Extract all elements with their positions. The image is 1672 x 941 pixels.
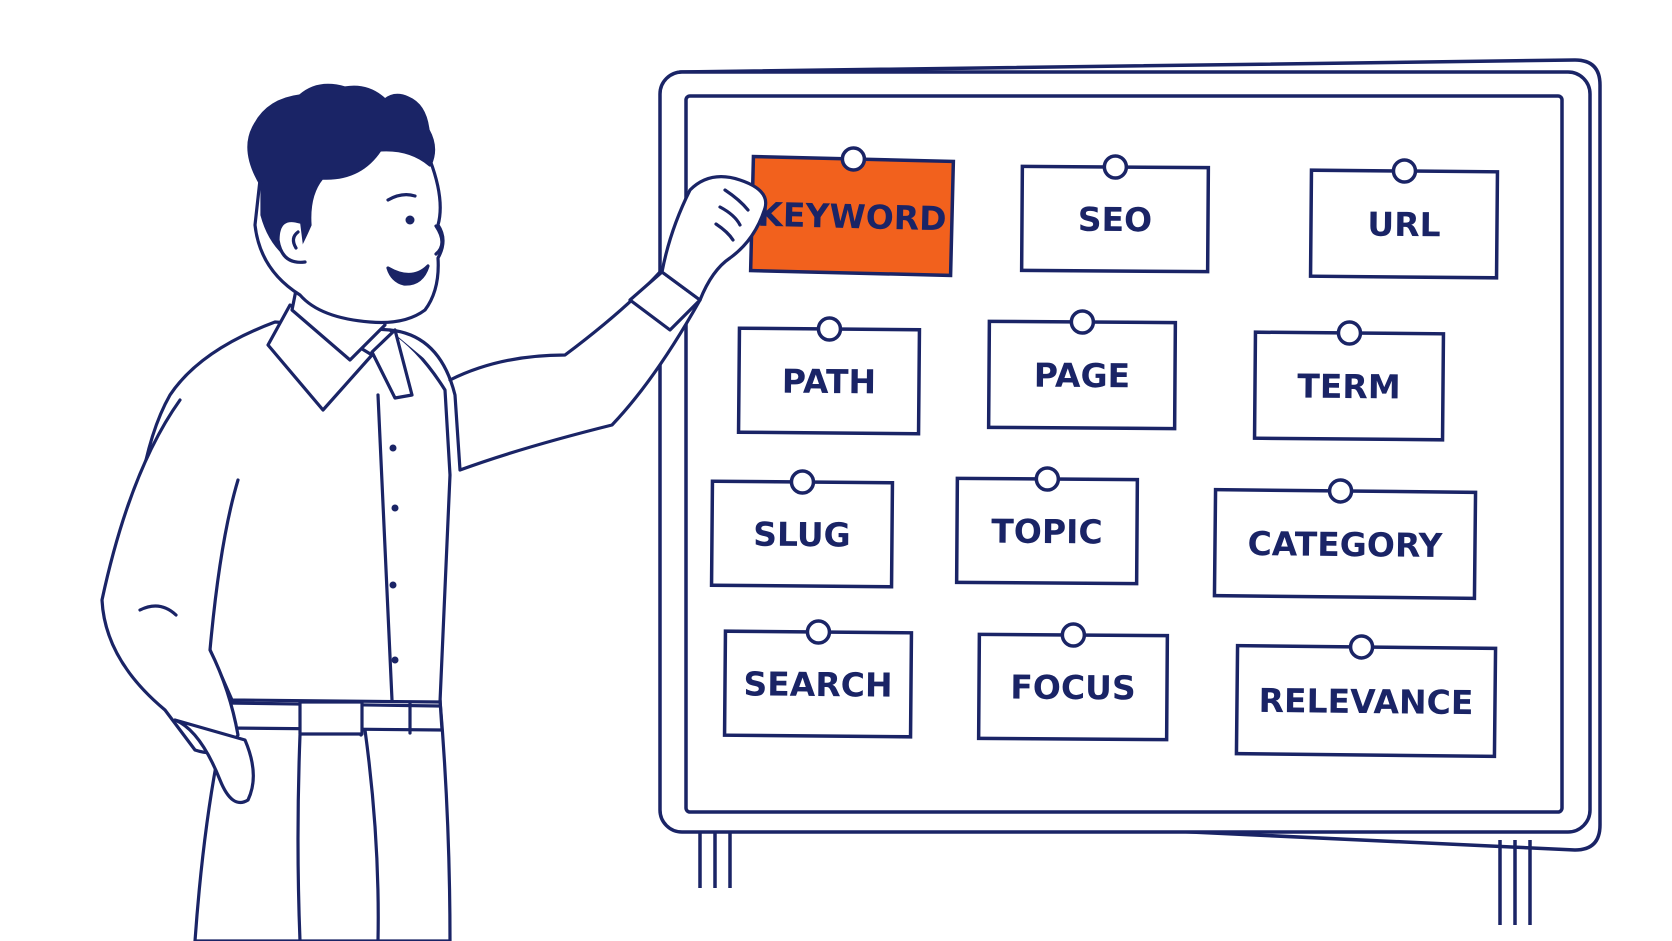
pin-icon bbox=[1348, 634, 1375, 660]
left-arm bbox=[100, 398, 240, 755]
pin-icon bbox=[1336, 320, 1363, 346]
card-label: SEO bbox=[1078, 200, 1153, 240]
card-label: TOPIC bbox=[991, 512, 1103, 552]
card-page[interactable]: PAGE bbox=[986, 309, 1178, 431]
left-hand bbox=[173, 718, 255, 805]
pin-icon bbox=[1102, 154, 1129, 180]
smile bbox=[386, 264, 430, 286]
card-category[interactable]: CATEGORY bbox=[1212, 478, 1478, 601]
hair[interactable] bbox=[247, 83, 436, 262]
card-label: SEARCH bbox=[743, 664, 892, 704]
card-relevance[interactable]: RELEVANCE bbox=[1234, 634, 1498, 759]
card-grid: KEYWORD SEO URL PATH PAGE TERM bbox=[709, 146, 1500, 759]
eyebrow bbox=[386, 193, 417, 202]
shirt-torso bbox=[138, 320, 452, 704]
card-path[interactable]: PATH bbox=[736, 316, 922, 436]
eye bbox=[405, 215, 415, 225]
card-label: CATEGORY bbox=[1247, 524, 1443, 565]
card-label: RELEVANCE bbox=[1258, 681, 1473, 722]
card-slug[interactable]: SLUG bbox=[709, 469, 895, 589]
card-focus[interactable]: FOCUS bbox=[976, 622, 1170, 742]
card-label: KEYWORD bbox=[757, 195, 947, 239]
card-label: PATH bbox=[782, 362, 877, 402]
person-figure bbox=[100, 83, 768, 941]
card-seo[interactable]: SEO bbox=[1019, 154, 1211, 274]
card-keyword[interactable]: KEYWORD bbox=[748, 146, 956, 278]
card-label: FOCUS bbox=[1010, 668, 1136, 708]
pin-icon bbox=[840, 146, 867, 172]
board-back-frame bbox=[678, 58, 1602, 852]
pin-icon bbox=[1034, 466, 1061, 492]
card-label: TERM bbox=[1297, 367, 1401, 407]
pin-icon bbox=[1060, 622, 1087, 648]
belt bbox=[223, 695, 444, 737]
card-term[interactable]: TERM bbox=[1252, 320, 1446, 442]
right-hand bbox=[660, 175, 768, 302]
card-topic[interactable]: TOPIC bbox=[954, 466, 1140, 586]
card-label: URL bbox=[1367, 205, 1441, 245]
pin-icon bbox=[789, 469, 816, 495]
card-search[interactable]: SEARCH bbox=[722, 619, 914, 739]
card-label: SLUG bbox=[753, 515, 851, 555]
pin-icon bbox=[1391, 158, 1418, 184]
card-label: PAGE bbox=[1034, 356, 1131, 396]
pin-icon bbox=[1327, 478, 1354, 504]
right-arm bbox=[388, 270, 702, 472]
pin-icon bbox=[816, 316, 843, 342]
pin-icon bbox=[805, 619, 832, 645]
pin-icon bbox=[1069, 309, 1096, 335]
shirt-collar bbox=[266, 303, 414, 412]
card-url[interactable]: URL bbox=[1308, 158, 1500, 280]
nose bbox=[434, 224, 444, 256]
shirt-buttons bbox=[376, 393, 399, 702]
